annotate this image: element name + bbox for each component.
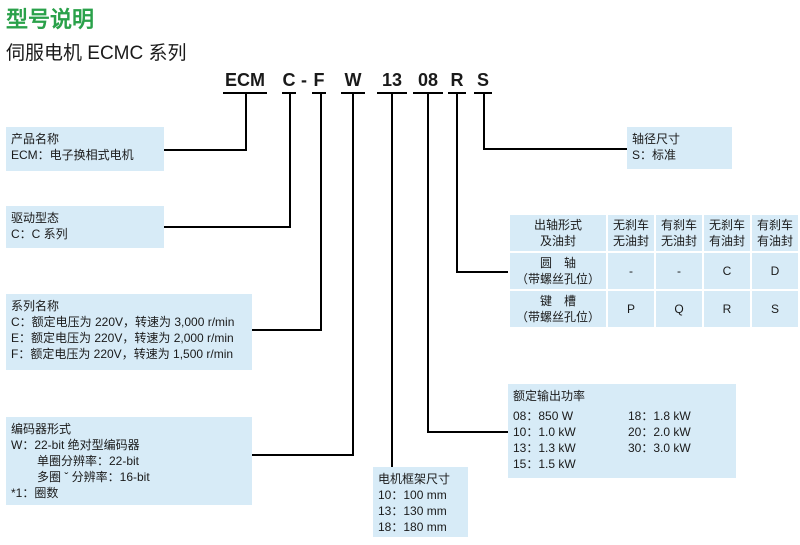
product-name-box: 产品名称 ECM：电子换相式电机 [6, 127, 164, 171]
axle-header-col2: 有刹车无油封 [655, 215, 702, 251]
code-dash: - [301, 70, 307, 90]
axle-row-label: 圆 轴（带螺丝孔位） [510, 253, 606, 289]
code-frame-underline [377, 92, 407, 94]
drive-type-line: C：C 系列 [11, 227, 68, 241]
code-c-underline [282, 92, 296, 94]
rated-power-right-col: 18：1.8 kW 20：2.0 kW 30：3.0 kW [628, 408, 691, 456]
code-c: C [282, 70, 296, 90]
encoder-line-multi: 多圈 ˇ 分辨率：16-bit [37, 470, 150, 484]
series-name-line-e: E：额定电压为 220V，转速为 2,000 r/min [11, 331, 234, 345]
power-line-13: 13：1.3 kW [513, 441, 576, 455]
axle-header-col1: 无刹车无油封 [607, 215, 654, 251]
code-power: 08 [417, 70, 439, 90]
power-line-30: 30：3.0 kW [628, 441, 691, 455]
code-w-underline [341, 92, 365, 94]
table-cell: P [607, 291, 654, 327]
table-cell: - [607, 253, 654, 289]
table-row: 圆 轴（带螺丝孔位） - - C D [510, 253, 798, 289]
shaft-diameter-box: 轴径尺寸 S：标准 [627, 127, 732, 169]
series-name-box: 系列名称 C：额定电压为 220V，转速为 3,000 r/min E：额定电压… [6, 294, 252, 370]
axle-table-header: 出轴形式及油封 无刹车无油封 有刹车无油封 无刹车有油封 有刹车有油封 [510, 215, 798, 251]
encoder-line-single: 单圈分辨率：22-bit [37, 454, 140, 468]
code-power-underline [413, 92, 443, 94]
table-row: 键 槽（带螺丝孔位） P Q R S [510, 291, 798, 327]
code-w: W [344, 70, 362, 90]
axle-header-type: 出轴形式及油封 [510, 215, 606, 251]
code-ecm-underline [223, 92, 267, 94]
series-name-head: 系列名称 [11, 299, 60, 313]
encoder-line-w: W：22-bit 绝对型编码器 [11, 438, 140, 452]
axle-header-col3: 无刹车有油封 [703, 215, 750, 251]
table-cell: C [703, 253, 750, 289]
power-line-20: 20：2.0 kW [628, 425, 691, 439]
table-cell: Q [655, 291, 702, 327]
page-title: 型号说明 [6, 7, 95, 32]
code-shaft: S [476, 70, 489, 90]
table-cell: - [655, 253, 702, 289]
encoder-head: 编码器形式 [11, 422, 72, 436]
axle-row-label: 键 槽（带螺丝孔位） [510, 291, 606, 327]
encoder-box: 编码器形式 W：22-bit 绝对型编码器 单圈分辨率：22-bit 多圈 ˇ … [6, 417, 252, 505]
code-axle-underline [448, 92, 466, 94]
table-cell: R [703, 291, 750, 327]
code-frame: 13 [381, 70, 403, 90]
power-line-08: 08：850 W [513, 409, 574, 423]
code-ecm: ECM [225, 70, 265, 90]
page-subtitle: 伺服电机 ECMC 系列 [6, 43, 187, 64]
code-shaft-underline [474, 92, 492, 94]
frame-size-line-18: 18：180 mm [378, 520, 447, 534]
shaft-diameter-head: 轴径尺寸 [632, 132, 681, 146]
table-cell: S [751, 291, 798, 327]
encoder-line-note: *1：圈数 [11, 486, 59, 500]
axle-type-table: 出轴形式及油封 无刹车无油封 有刹车无油封 无刹车有油封 有刹车有油封 圆 轴（… [508, 213, 800, 329]
table-cell: D [751, 253, 798, 289]
rated-power-left-col: 08：850 W 10：1.0 kW 13：1.3 kW 15：1.5 kW [513, 408, 576, 472]
frame-size-head: 电机框架尺寸 [378, 472, 451, 486]
rated-power-box: 额定输出功率 08：850 W 10：1.0 kW 13：1.3 kW 15：1… [508, 384, 736, 478]
code-axle: R [450, 70, 464, 90]
product-name-line: ECM：电子换相式电机 [11, 148, 134, 162]
product-name-head: 产品名称 [11, 132, 60, 146]
frame-size-line-13: 13：130 mm [378, 504, 447, 518]
axle-header-col4: 有刹车有油封 [751, 215, 798, 251]
drive-type-box: 驱动型态 C：C 系列 [6, 206, 164, 248]
series-name-line-f: F：额定电压为 220V，转速为 1,500 r/min [11, 347, 234, 361]
series-name-line-c: C：额定电压为 220V，转速为 3,000 r/min [11, 315, 235, 329]
power-line-15: 15：1.5 kW [513, 457, 576, 471]
drive-type-head: 驱动型态 [11, 211, 60, 225]
rated-power-head: 额定输出功率 [513, 389, 586, 403]
power-line-18: 18：1.8 kW [628, 409, 691, 423]
power-line-10: 10：1.0 kW [513, 425, 576, 439]
frame-size-line-10: 10：100 mm [378, 488, 447, 502]
frame-size-box: 电机框架尺寸 10：100 mm 13：130 mm 18：180 mm [373, 467, 468, 537]
code-f: F [313, 70, 325, 90]
shaft-diameter-line: S：标准 [632, 148, 677, 162]
code-f-underline [312, 92, 326, 94]
